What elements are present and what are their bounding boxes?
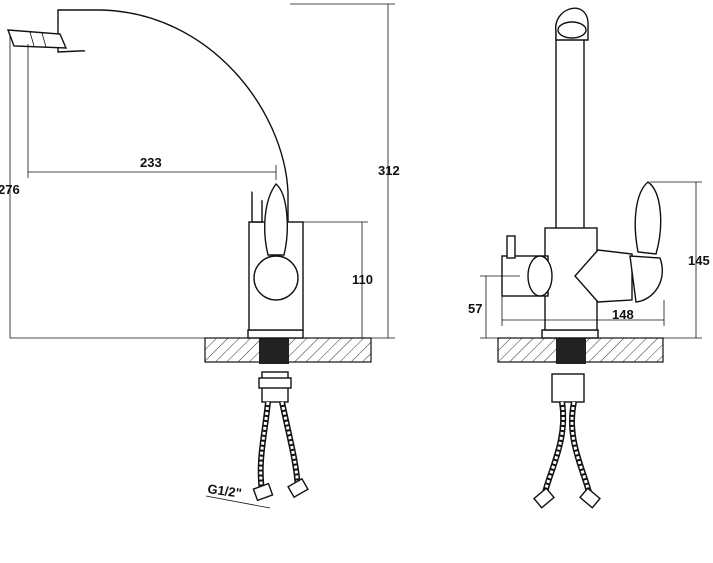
dim-body-width: 148 [612,307,634,322]
front-spout-column [555,29,585,231]
side-view: 276 233 312 110 G1/2" [0,3,400,509]
front-base-plate [541,329,599,339]
front-mounting-shank [556,336,586,364]
dim-thread: G1/2" [207,481,243,501]
side-hose-right [279,401,301,489]
front-hose-nut-left [533,487,555,509]
front-hose-nut-right [579,487,601,509]
dim-body-height: 110 [352,272,373,287]
side-lever [264,182,288,256]
dim-handle-height: 145 [688,253,710,268]
side-mounting-shank [259,336,289,364]
front-filter-lever [506,235,516,259]
front-hose-connector [551,373,585,403]
front-main-handle [629,255,663,303]
front-view: 145 57 148 [468,7,710,509]
dim-spout-height: 276 [0,182,20,197]
front-main-valve [574,249,633,303]
side-cartridge [253,255,299,301]
dim-spout-reach: 233 [140,155,162,170]
side-base-plate [247,329,304,339]
front-lever-grip [634,181,662,255]
side-aerator [6,29,68,49]
side-hose-nut-left [252,482,274,502]
dim-total-height: 312 [378,163,400,178]
side-hose-nut-right [287,477,309,499]
dim-side-lever-height: 57 [468,301,482,316]
